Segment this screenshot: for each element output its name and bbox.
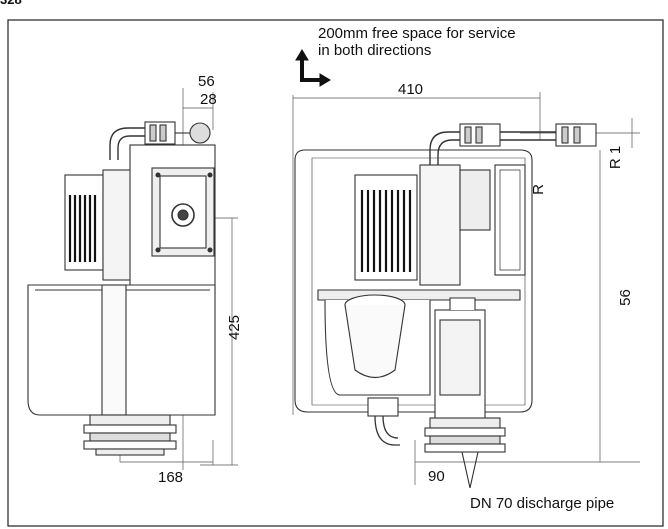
dimension-410-width: 410 [398, 81, 424, 98]
service-direction-arrow-icon [295, 49, 331, 87]
dimension-425-height: 425 [226, 314, 244, 341]
front-view-drawing [292, 92, 640, 489]
dimension-28-top: 28 [200, 91, 217, 108]
dimension-90: 90 [428, 468, 445, 485]
figure-number: 328 [0, 0, 22, 7]
side-view-drawing [27, 88, 238, 470]
service-note-line-1: 200mm free space for service [318, 25, 516, 42]
dimension-r1: R 1 [607, 145, 625, 170]
dimension-56-top: 56 [198, 73, 215, 90]
service-space-note: 200mm free space for service in both dir… [318, 25, 516, 59]
discharge-pipe-label: DN 70 discharge pipe [470, 495, 615, 512]
dimension-r: R [529, 184, 547, 195]
dimension-56-right: 56 [616, 289, 634, 306]
drawing-frame [7, 19, 664, 527]
dimension-168-width: 168 [158, 469, 184, 486]
service-note-line-2: in both directions [318, 42, 432, 59]
